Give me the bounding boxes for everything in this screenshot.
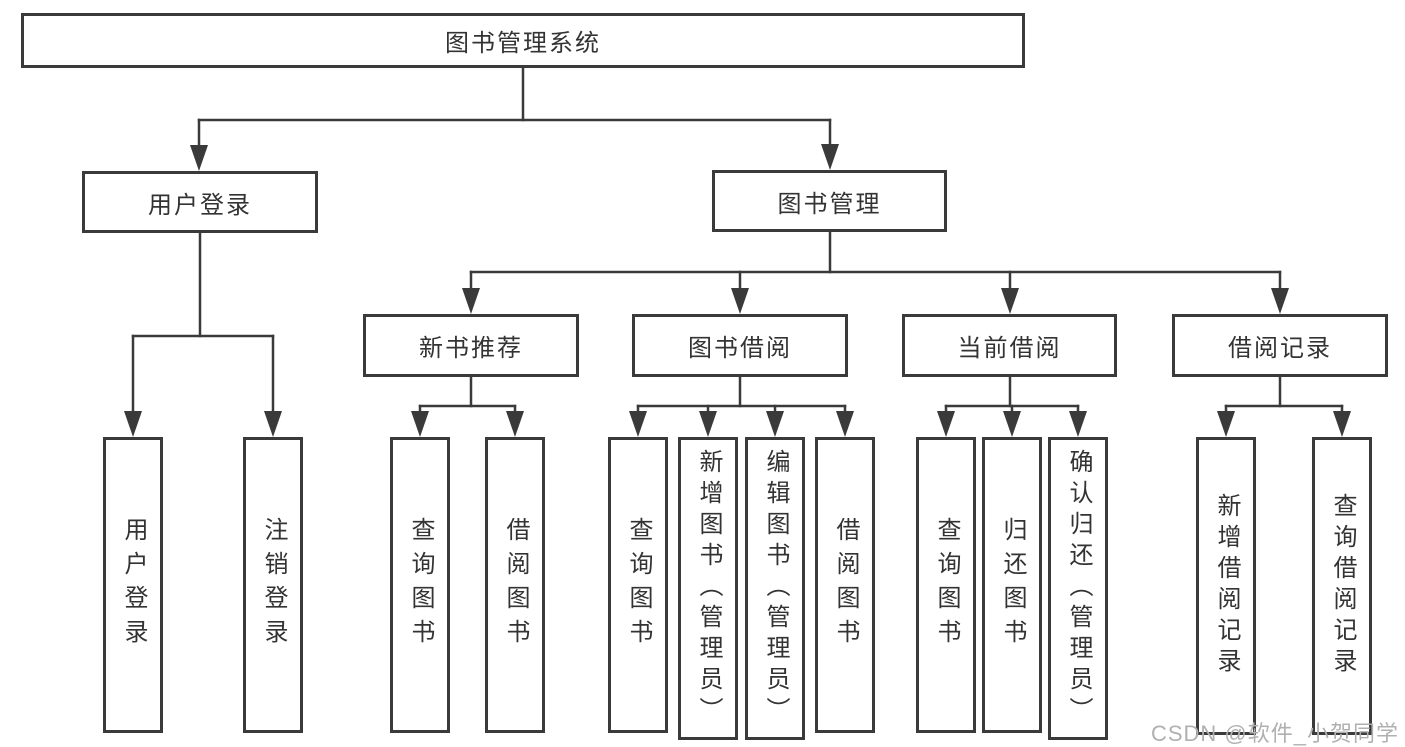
node-label: 图书管理 xyxy=(777,190,882,218)
node-label: 图书管理系统 xyxy=(445,30,601,57)
node-book-borrowing: 图书借阅 xyxy=(632,314,848,377)
node-label: 借阅图书 xyxy=(502,517,529,653)
leaf-query-books-current: 查询图书 xyxy=(916,437,976,733)
node-label: 新书推荐 xyxy=(419,335,523,362)
leaf-confirm-return-admin: 确认归还（管理员） xyxy=(1048,437,1108,740)
node-label: 编辑图书（管理员） xyxy=(762,449,789,728)
node-book-management: 图书管理 xyxy=(712,170,947,232)
leaf-query-borrow-record: 查询借阅记录 xyxy=(1312,437,1372,735)
node-label: 归还图书 xyxy=(999,517,1026,653)
node-label: 查询图书 xyxy=(625,517,652,653)
leaf-add-books-admin: 新增图书（管理员） xyxy=(678,437,738,740)
leaf-logout: 注销登录 xyxy=(243,437,303,733)
node-label: 借阅记录 xyxy=(1228,335,1332,362)
node-label: 新增图书（管理员） xyxy=(695,449,722,728)
node-new-book-recommendation: 新书推荐 xyxy=(363,314,579,377)
leaf-user-login: 用户登录 xyxy=(103,437,163,733)
node-library-management-system: 图书管理系统 xyxy=(21,13,1025,68)
node-label: 确认归还（管理员） xyxy=(1065,449,1092,728)
node-user-login: 用户登录 xyxy=(82,171,318,233)
node-label: 注销登录 xyxy=(260,517,287,653)
leaf-add-borrow-record: 新增借阅记录 xyxy=(1196,437,1256,735)
node-current-borrowing: 当前借阅 xyxy=(902,314,1117,377)
node-label: 当前借阅 xyxy=(957,335,1062,362)
node-label: 查询图书 xyxy=(407,517,434,653)
leaf-borrow-books-recommend: 借阅图书 xyxy=(485,437,545,733)
leaf-query-books-recommend: 查询图书 xyxy=(390,437,450,733)
node-label: 新增借阅记录 xyxy=(1213,493,1240,679)
node-borrowing-records: 借阅记录 xyxy=(1172,314,1388,377)
node-label: 用户登录 xyxy=(120,517,147,653)
arrowhead-icons xyxy=(124,144,1351,437)
leaf-query-books-borrow: 查询图书 xyxy=(608,437,668,733)
leaf-borrow-books: 借阅图书 xyxy=(815,437,875,733)
csdn-watermark: CSDN @软件_小贺同学 xyxy=(1150,721,1399,746)
leaf-return-books: 归还图书 xyxy=(982,437,1042,733)
node-label: 借阅图书 xyxy=(832,517,859,653)
node-label: 用户登录 xyxy=(148,191,252,219)
node-label: 查询图书 xyxy=(933,517,960,653)
leaf-edit-books-admin: 编辑图书（管理员） xyxy=(745,437,805,740)
node-label: 查询借阅记录 xyxy=(1329,493,1356,679)
node-label: 图书借阅 xyxy=(688,335,792,362)
